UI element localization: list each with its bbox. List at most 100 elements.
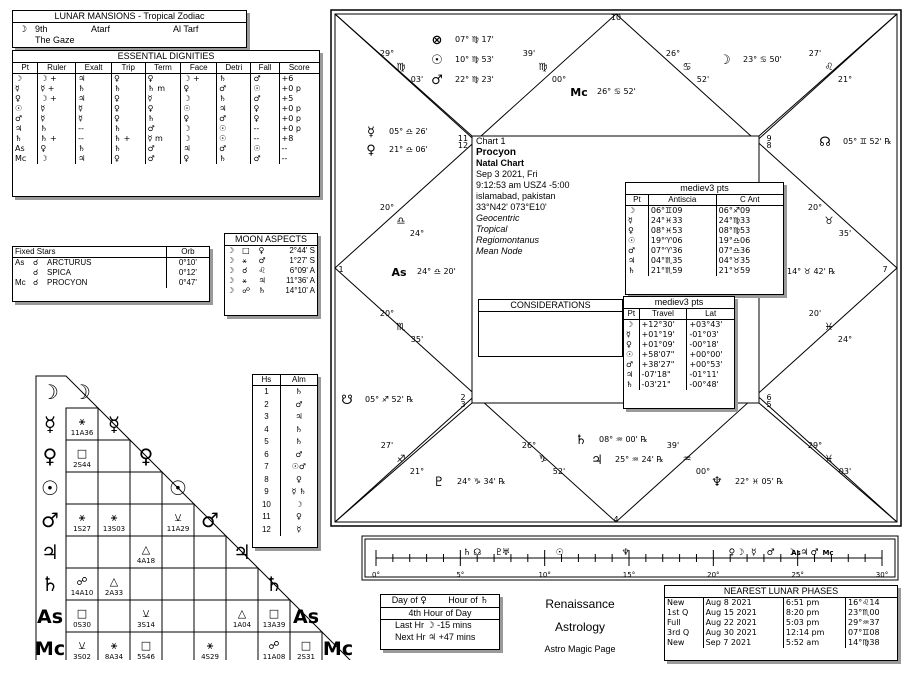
strip-marker-icon: ♆ xyxy=(622,548,630,558)
aspect-glyph: △ xyxy=(142,543,151,556)
grid-cell xyxy=(193,535,227,569)
grid-cell xyxy=(289,631,323,660)
cusp-minute: 03' xyxy=(411,75,423,84)
planet-position: 24° ♑ 34' ℞ xyxy=(457,477,506,486)
dignity-cell: ♀ xyxy=(111,73,146,84)
cusp-degree: 39' xyxy=(667,441,679,450)
dignity-cell: ♃ xyxy=(75,94,112,104)
travel-row-cell: +03°43' xyxy=(689,320,723,329)
dignity-cell: +0 p xyxy=(281,104,301,113)
house-row: 12☿ xyxy=(253,523,317,536)
cusp-degree: 20° xyxy=(380,203,394,212)
grid-cell xyxy=(161,631,195,660)
considerations-panel: CONSIDERATIONS xyxy=(478,299,623,357)
aspect-glyph: □ xyxy=(269,607,279,620)
chart-info-line: Mean Node xyxy=(476,246,523,256)
chart-info-line: Regiomontanus xyxy=(476,235,540,245)
brand-line1: Renaissance xyxy=(545,597,615,611)
aspect-glyph: □ xyxy=(77,607,87,620)
lunar-phase-row-cell: Aug 15 2021 xyxy=(703,608,784,618)
lunar-phase-row-cell: 3rd Q xyxy=(665,628,704,638)
hour-of-label: Hour of xyxy=(448,595,478,605)
aspect-value: 11A29 xyxy=(167,525,190,533)
chart-info-line: 9:12:53 am USZ4 -5:00 xyxy=(476,180,570,190)
house-number-label: 12 xyxy=(458,141,468,150)
grid-cell xyxy=(65,439,99,473)
planet-glyph-icon: ☋ xyxy=(341,393,353,408)
planet-position: 24° ♎ 20' xyxy=(417,267,456,276)
dignity-cell: -- xyxy=(250,124,280,134)
cusp-degree: 26° xyxy=(522,441,536,450)
strip-tick-label: 30° xyxy=(876,571,888,579)
cusp-degree: 20' xyxy=(809,309,821,318)
house-row: 9☿ ♄ xyxy=(253,486,317,499)
travel-row-cell: -07'18" xyxy=(639,370,688,380)
planet-glyph-icon: ☽ xyxy=(719,53,731,68)
planet-position: 23° ♋ 50' xyxy=(743,55,782,64)
grid-row-label: ☿ xyxy=(44,412,56,436)
aspect-orb: 11°36' A xyxy=(285,276,315,285)
lunar-phase-row-cell: 23°♏00 xyxy=(848,608,880,617)
house-row: 7☉♂ xyxy=(253,461,317,474)
travel-row-cell: +01°19' xyxy=(639,330,688,340)
dignity-header: Term xyxy=(145,63,182,74)
grid-cell xyxy=(161,567,195,601)
antiscia-row-cell: 07°♎36 xyxy=(718,246,751,255)
grid-row-label: ♀ xyxy=(43,444,58,468)
grid-cell xyxy=(129,471,163,505)
cusp-minute: 24° xyxy=(838,335,852,344)
lunar-mansions-title: LUNAR MANSIONS - Tropical Zodiac xyxy=(13,11,246,23)
aspect-glyph: □ xyxy=(77,447,87,460)
aspect-glyph: ⚹ xyxy=(111,511,118,524)
almuten-header: Alm xyxy=(280,375,317,386)
last-hour-label: Last Hr xyxy=(395,620,425,630)
planet-glyph-icon: ♄ xyxy=(575,433,587,448)
aspect-icon: ⚹ xyxy=(242,256,247,265)
dignity-cell: -- xyxy=(75,134,112,144)
grid-diagonal-label: ♂ xyxy=(201,508,219,532)
aspect-glyph: ⚺ xyxy=(174,511,181,524)
planet-position: 10° ♍ 53' xyxy=(455,55,494,64)
dignities-title: ESSENTIAL DIGNITIES xyxy=(13,51,319,63)
aspect-value: 1A04 xyxy=(233,621,252,629)
dignity-cell: ☽ xyxy=(37,154,77,164)
dignity-cell: ♄ xyxy=(111,124,146,134)
aspect-value: 13A39 xyxy=(263,621,286,629)
planet-position: 25° ♒ 24' ℞ xyxy=(615,455,664,464)
grid-cell xyxy=(97,535,131,569)
moon-icon: ☽ xyxy=(227,266,235,275)
wheel-diamond xyxy=(334,13,898,523)
antiscia-row-cell: 21°♉59 xyxy=(718,266,751,275)
orb-header: Orb xyxy=(166,247,209,258)
houses-table: Hs Alm 1♄2♂3♃4♄5♄6♂7☉♂8♀9☿ ♄10☽11♀12☿ xyxy=(253,375,317,536)
fixed-star-name: PROCYON xyxy=(47,278,88,287)
dignity-cell: ☽ + xyxy=(180,73,218,84)
grid-row-label: ☽ xyxy=(41,380,59,404)
house-row: 2♂ xyxy=(253,398,317,411)
grid-cell xyxy=(97,471,131,505)
antiscia-row-cell: 08°♓53 xyxy=(648,226,717,236)
grid-diagonal-label: As xyxy=(293,606,319,628)
cusp-minute: 00° xyxy=(696,467,710,476)
corner-line xyxy=(758,13,898,137)
cusp-minute: 03' xyxy=(839,467,851,476)
house-number: 9 xyxy=(253,486,281,499)
dignity-cell: -- xyxy=(75,124,112,134)
dignity-header: Ruler xyxy=(37,63,77,74)
dignity-cell: ♄ + xyxy=(111,134,146,144)
fixed-star-point: Mc xyxy=(15,278,26,287)
dignity-cell: ♄ xyxy=(145,114,182,124)
considerations-title: CONSIDERATIONS xyxy=(479,300,622,312)
dignity-cell: +8 xyxy=(281,134,294,143)
antiscia-row-cell: ♂ xyxy=(626,246,649,256)
house-number-label: 6 xyxy=(766,393,771,402)
dignity-cell: ☉ xyxy=(216,124,252,134)
planet-icon: ♌ xyxy=(258,266,266,275)
grid-cell xyxy=(257,599,291,633)
dignity-cell: ☉ xyxy=(250,84,280,94)
dignity-header: Face xyxy=(180,63,218,74)
